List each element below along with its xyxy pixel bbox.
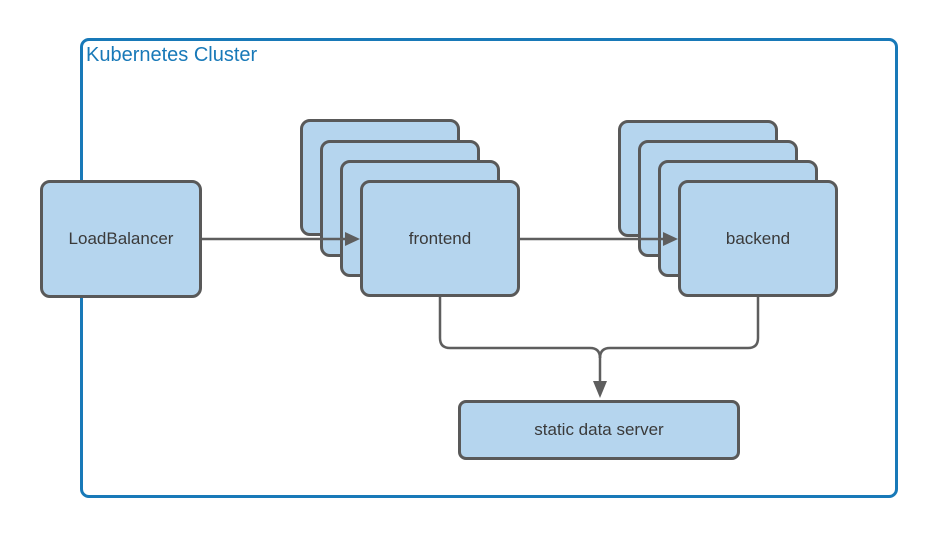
static-data-server-node[interactable]: static data server bbox=[458, 400, 740, 460]
static-data-server-label: static data server bbox=[534, 420, 664, 439]
kubernetes-cluster-label: Kubernetes Cluster bbox=[86, 44, 258, 66]
load-balancer-label: LoadBalancer bbox=[68, 229, 174, 248]
backend-label: backend bbox=[725, 228, 791, 248]
frontend-node[interactable]: frontend bbox=[360, 180, 520, 297]
frontend-label: frontend bbox=[408, 228, 472, 248]
load-balancer-node[interactable]: LoadBalancer bbox=[40, 180, 202, 298]
backend-node[interactable]: backend bbox=[678, 180, 838, 297]
